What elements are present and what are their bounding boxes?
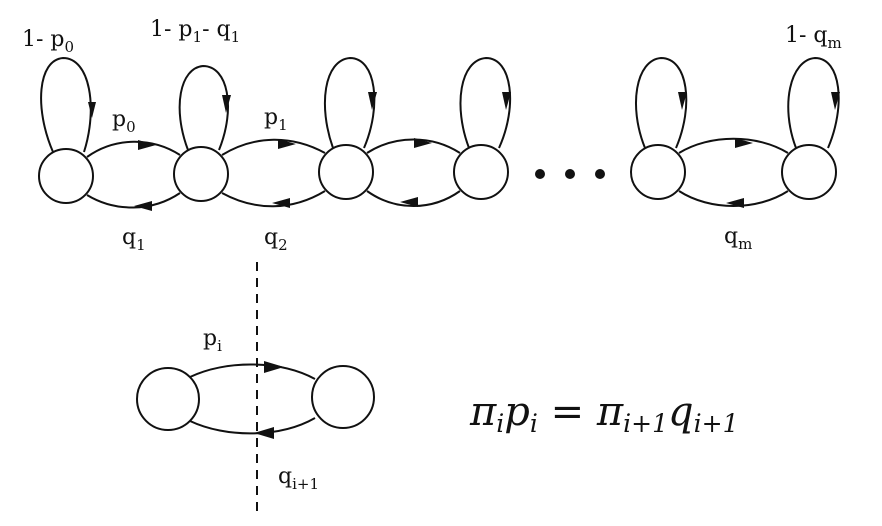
- state-node-1: [173, 146, 229, 202]
- self-loop-1: [178, 64, 231, 151]
- forward-arc-i: [189, 361, 316, 380]
- forward-arc-m-1-m: [678, 137, 789, 154]
- state-node-2: [318, 144, 374, 200]
- label-backward-i-plus-1: qi+1: [278, 464, 319, 493]
- label-backward-1: q1: [122, 225, 146, 254]
- state-node-i: [136, 367, 200, 431]
- self-loop-0: [40, 56, 96, 153]
- backward-arc-i-plus-1: [189, 417, 316, 439]
- label-forward-0: p0: [112, 107, 136, 136]
- state-node-i-plus-1: [311, 365, 375, 429]
- ellipsis-dot: [595, 169, 605, 179]
- forward-arc-0-1: [86, 140, 181, 158]
- ellipsis-dot: [565, 169, 575, 179]
- label-self-loop-m: 1- qm: [785, 23, 842, 52]
- ellipsis-dot: [535, 169, 545, 179]
- backward-arc-m-m-1: [678, 190, 789, 208]
- balance-equation: πipi = πi+1qi+1: [469, 389, 738, 438]
- state-node-m: [781, 144, 837, 200]
- self-loop-m: [787, 56, 840, 149]
- self-loop-3: [459, 56, 512, 149]
- label-backward-2: q2: [264, 225, 288, 254]
- forward-arc-2-3: [366, 138, 461, 154]
- label-backward-m: qm: [724, 224, 752, 253]
- state-node-0: [38, 148, 94, 204]
- state-node-m-minus-1: [630, 144, 686, 200]
- label-self-loop-0: 1- p0: [22, 27, 74, 56]
- backward-arc-2-1: [221, 190, 326, 208]
- label-self-loop-1: 1- p1- q1: [150, 17, 240, 46]
- backward-arc-3-2: [366, 190, 461, 207]
- forward-arc-1-2: [221, 138, 326, 156]
- state-node-3: [453, 144, 509, 200]
- self-loop-2: [323, 56, 377, 149]
- backward-arc-1-0: [86, 192, 181, 211]
- label-forward-1: p1: [264, 105, 288, 134]
- label-forward-i: pi: [203, 326, 222, 355]
- self-loop-m-minus-1: [634, 56, 688, 149]
